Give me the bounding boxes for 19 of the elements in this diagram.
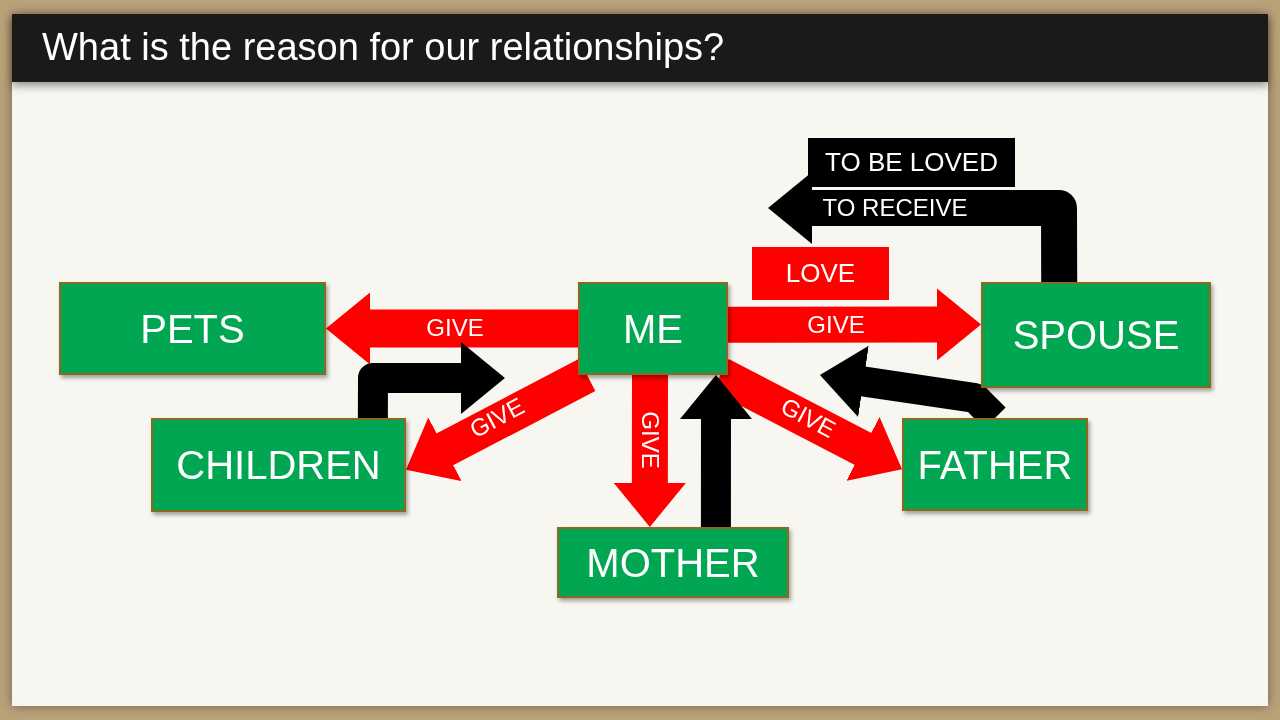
edge-label: GIVE	[638, 411, 662, 469]
label-box: TO BE LOVED	[808, 138, 1015, 187]
person-box: ME	[578, 282, 728, 375]
edge-label: GIVE	[466, 393, 528, 443]
person-box: MOTHER	[557, 527, 789, 598]
block-arrow	[357, 342, 505, 419]
block-arrow	[326, 292, 578, 365]
edge-label: TO RECEIVE	[822, 196, 968, 220]
person-box: FATHER	[902, 418, 1088, 511]
title: What is the reason for our relationships?	[42, 25, 725, 70]
edge-label: GIVE	[777, 393, 839, 443]
person-box: PETS	[59, 282, 326, 375]
person-box: SPOUSE	[981, 282, 1211, 388]
edge-label: GIVE	[807, 313, 865, 337]
label-box: LOVE	[752, 247, 889, 300]
edge-label: GIVE	[426, 316, 484, 340]
block-arrow	[680, 375, 752, 527]
person-box: CHILDREN	[151, 418, 406, 512]
block-arrow	[613, 375, 686, 527]
